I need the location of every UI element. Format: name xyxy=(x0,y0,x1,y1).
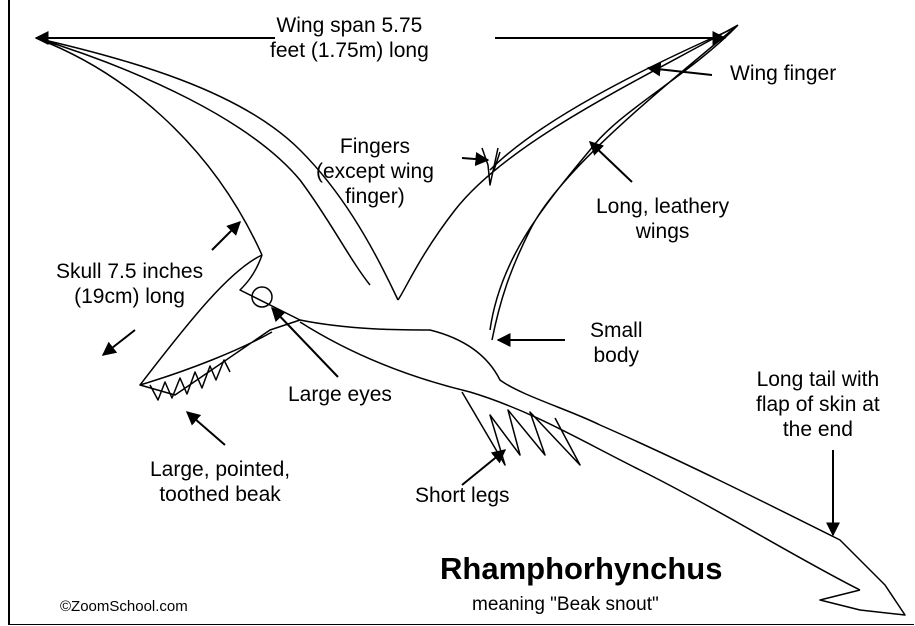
label-skull: Skull 7.5 inches (19cm) long xyxy=(56,259,203,309)
diagram-subtitle: meaning "Beak snout" xyxy=(472,594,659,616)
diagram-title: Rhamphorhynchus xyxy=(440,552,722,586)
label-short-legs: Short legs xyxy=(415,483,510,508)
copyright-notice: ©ZoomSchool.com xyxy=(60,598,188,616)
belly-outline xyxy=(300,322,860,590)
label-large-eyes: Large eyes xyxy=(288,382,392,407)
skull-arrow-down xyxy=(103,330,135,355)
skull-arrow-up xyxy=(212,222,240,250)
fingers-arrow xyxy=(462,158,488,160)
wing-finger-line xyxy=(490,30,730,170)
beak-arrow xyxy=(187,412,225,445)
label-fingers: Fingers (except wing finger) xyxy=(316,134,434,209)
label-wing-finger: Wing finger xyxy=(730,61,836,86)
short-legs-arrow xyxy=(462,450,505,485)
label-wing-span: Wing span 5.75 feet (1.75m) long xyxy=(270,13,429,63)
label-tail: Long tail with flap of skin at the end xyxy=(756,367,880,442)
wings-arrow xyxy=(590,142,632,182)
label-wings: Long, leathery wings xyxy=(596,194,729,244)
large-eyes-arrow xyxy=(272,308,338,377)
label-beak: Large, pointed, toothed beak xyxy=(150,457,290,507)
tail-outline xyxy=(600,425,905,615)
label-small-body: Small body xyxy=(590,318,643,368)
legs-outline xyxy=(462,392,580,465)
